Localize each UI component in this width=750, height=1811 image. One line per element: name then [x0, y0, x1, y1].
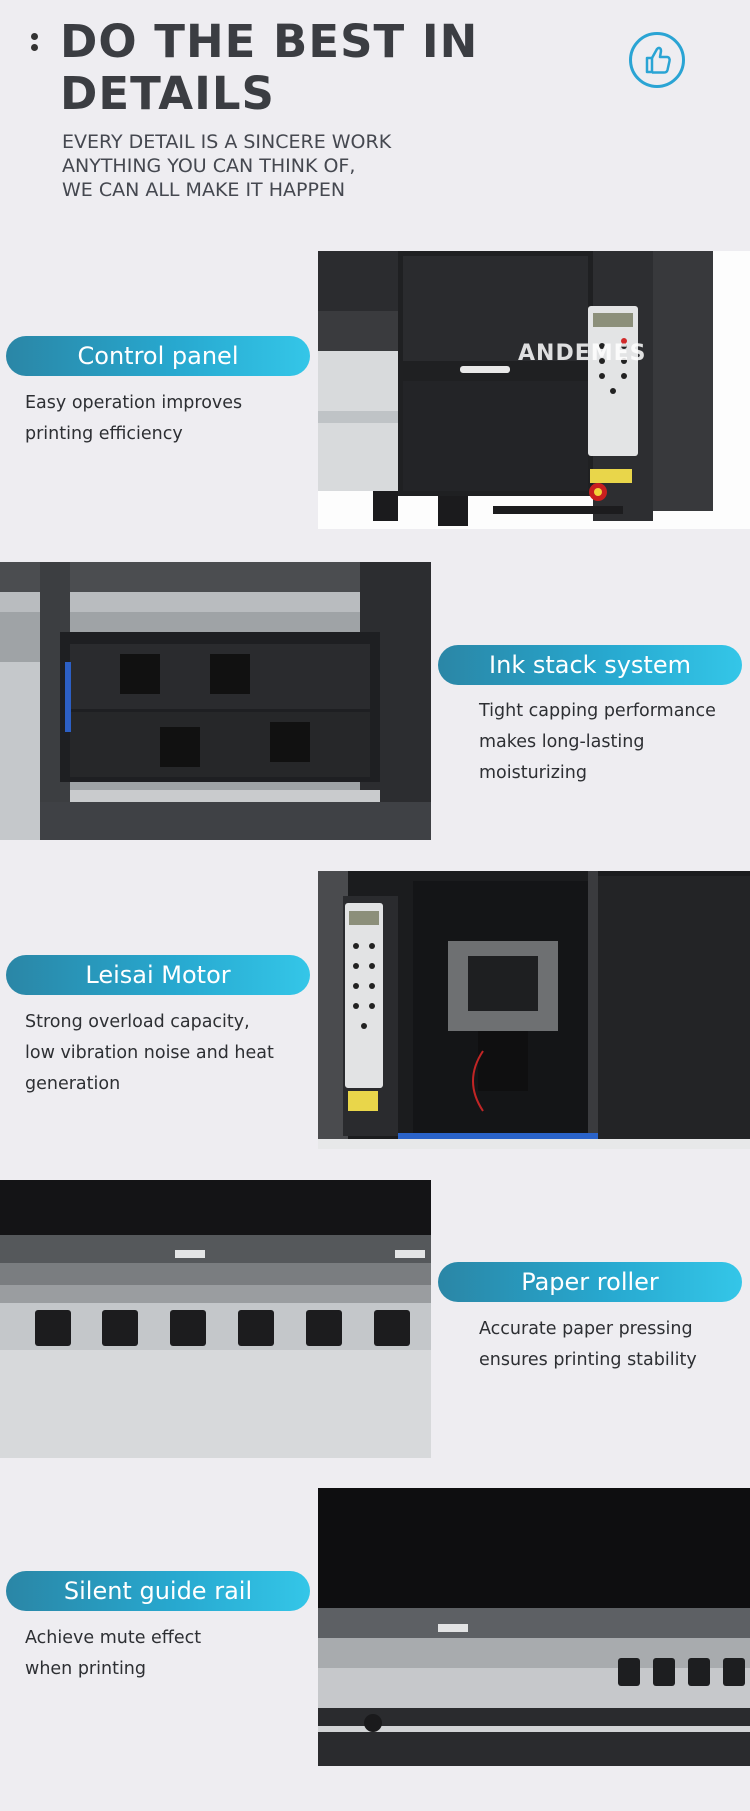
bullet-dot: [31, 33, 38, 40]
section-desc-leisai-motor: Strong overload capacity, low vibration …: [25, 1012, 274, 1094]
section-title-paper-roller: Paper roller: [438, 1262, 742, 1302]
page-title: DO THE BEST IN DETAILS: [60, 15, 479, 120]
thumbs-up-icon: [629, 32, 685, 88]
page-subtitle: EVERY DETAIL IS A SINCERE WORK ANYTHING …: [62, 131, 392, 201]
section-title-silent-guide-rail: Silent guide rail: [6, 1571, 310, 1611]
brand-watermark: ANDEMES: [518, 341, 647, 366]
section-desc-silent-guide-rail: Achieve mute effect when printing: [25, 1628, 202, 1679]
paper-roller-photo: [0, 1180, 431, 1458]
section-title-leisai-motor: Leisai Motor: [6, 955, 310, 995]
ink-stack-photo: [0, 562, 431, 840]
section-desc-paper-roller: Accurate paper pressing ensures printing…: [479, 1319, 697, 1370]
section-title-ink-stack: Ink stack system: [438, 645, 742, 685]
leisai-motor-photo: [318, 871, 750, 1149]
section-desc-control-panel: Easy operation improves printing efficie…: [25, 393, 243, 444]
section-desc-ink-stack: Tight capping performance makes long-las…: [479, 701, 716, 783]
bullet-dot: [31, 44, 38, 51]
silent-guide-rail-photo: [318, 1488, 750, 1766]
control-panel-photo: ANDEMES: [318, 251, 750, 529]
section-title-control-panel: Control panel: [6, 336, 310, 376]
